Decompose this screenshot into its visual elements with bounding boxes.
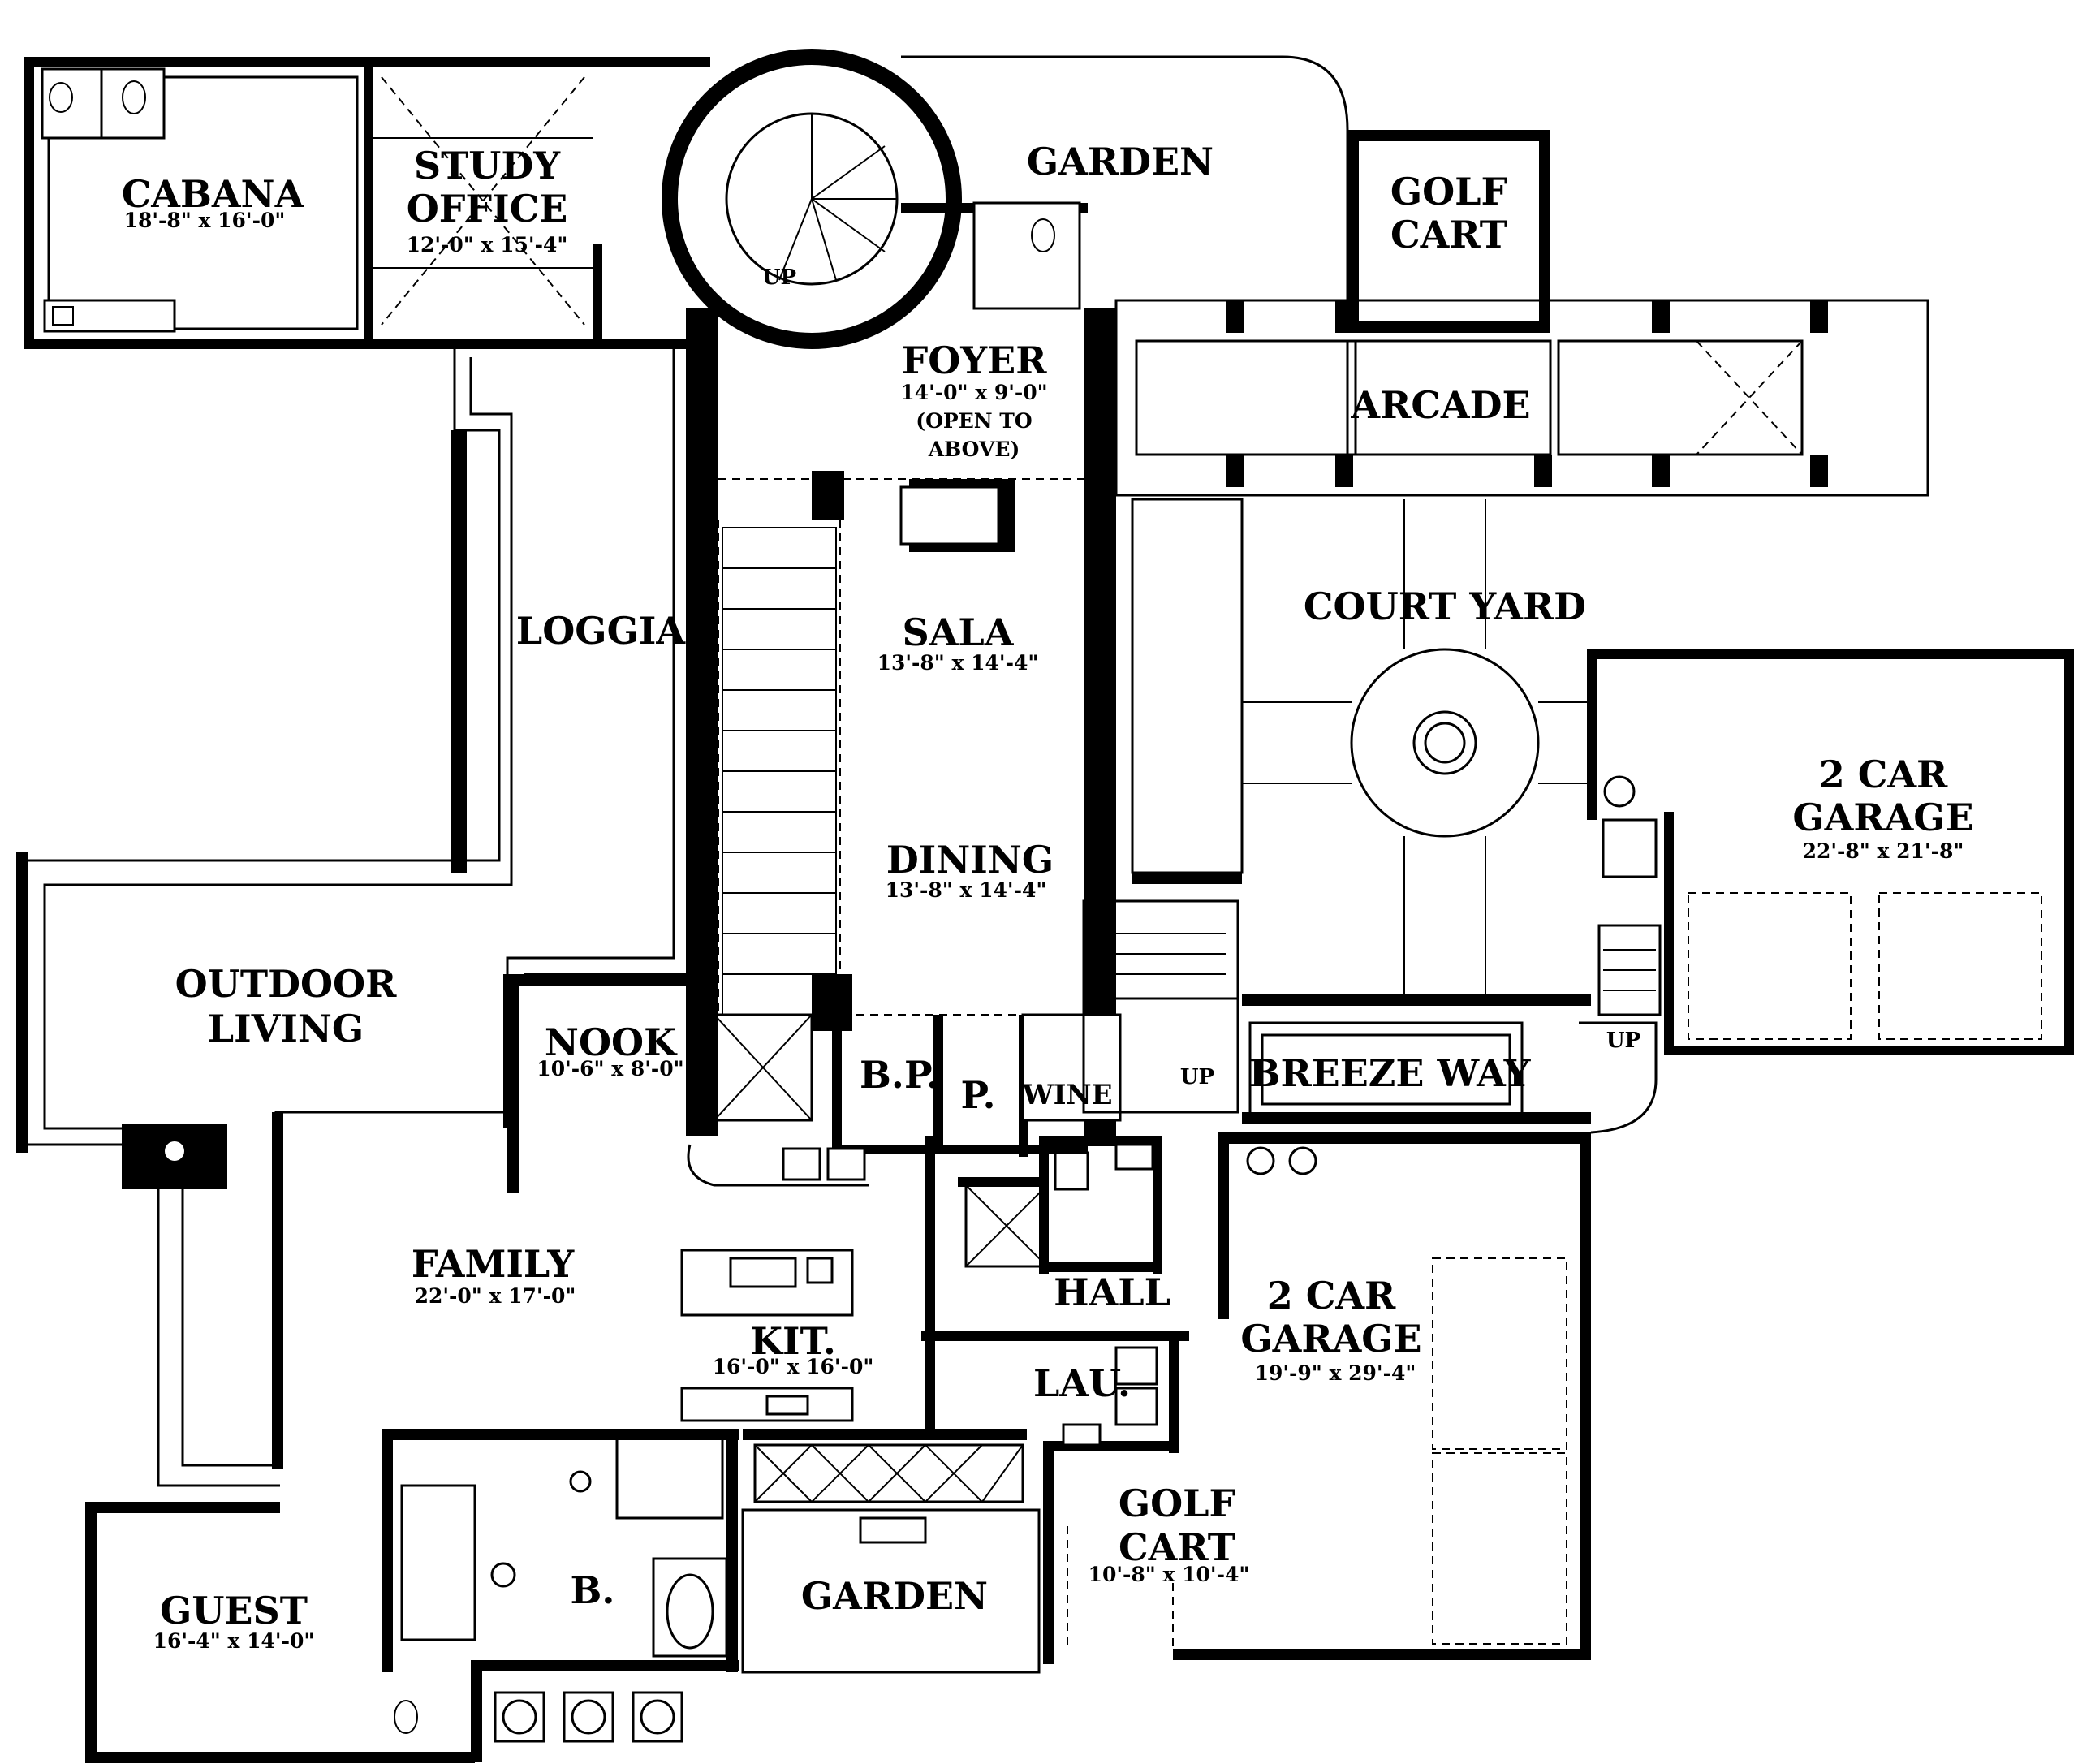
label-cart-bottom: CART bbox=[1119, 1525, 1235, 1569]
dims-dining: 13'-8" x 14'-4" bbox=[886, 878, 1047, 902]
dims-garage-main: 19'-9" x 29'-4" bbox=[1255, 1361, 1416, 1385]
family-kitchen-area bbox=[272, 1112, 935, 1469]
loggia-pavers bbox=[722, 527, 837, 1016]
note-foyer-1: (OPEN TO bbox=[916, 409, 1032, 433]
note-foyer-2: ABOVE) bbox=[928, 438, 1020, 461]
garden-top-area bbox=[901, 55, 1550, 333]
label-dining: DINING bbox=[886, 838, 1054, 882]
dims-nook: 10'-6" x 8'-0" bbox=[537, 1057, 683, 1080]
dims-family: 22'-0" x 17'-0" bbox=[415, 1284, 576, 1308]
label-hall: HALL bbox=[1054, 1270, 1170, 1314]
guest-bath-area bbox=[85, 1429, 739, 1763]
cabana-area bbox=[24, 57, 373, 349]
label-living: LIVING bbox=[208, 1007, 364, 1050]
label-breeze-way: BREEZE WAY bbox=[1249, 1051, 1532, 1095]
label-laundry: LAU. bbox=[1033, 1361, 1131, 1405]
label-garden-bottom: GARDEN bbox=[801, 1574, 988, 1618]
hall-laundry-area bbox=[921, 1136, 1189, 1453]
dims-kitchen: 16'-0" x 16'-0" bbox=[713, 1355, 874, 1378]
label-golf-bottom: GOLF bbox=[1119, 1482, 1236, 1525]
center-stair-up-label: UP bbox=[1180, 1065, 1214, 1089]
label-nook: NOOK bbox=[545, 1020, 678, 1064]
label-bp: B.P. bbox=[860, 1053, 939, 1097]
label-cabana: CABANA bbox=[122, 172, 305, 216]
label-kitchen: KIT. bbox=[750, 1319, 836, 1363]
nook-service-area bbox=[507, 974, 1122, 1193]
label-garage-main-2: GARAGE bbox=[1240, 1317, 1421, 1361]
garage-main-area bbox=[1173, 1132, 1591, 1660]
label-study: STUDY bbox=[414, 144, 561, 188]
center-block bbox=[686, 308, 1116, 1136]
outdoor-area bbox=[16, 345, 692, 1487]
label-outdoor: OUTDOOR bbox=[175, 962, 397, 1006]
label-wine: WINE bbox=[1021, 1079, 1112, 1111]
spiral-stair: UP bbox=[662, 49, 962, 349]
golf-cart-bottom-area bbox=[1043, 1445, 1174, 1664]
dims-study: 12'-0" x 15'-4" bbox=[407, 233, 568, 257]
court-yard-area bbox=[1131, 498, 1591, 1006]
label-pantry: P. bbox=[961, 1073, 996, 1117]
label-garage-right-1: 2 CAR bbox=[1819, 753, 1948, 796]
dims-cabana: 18'-8" x 16'-0" bbox=[124, 209, 286, 232]
label-cart-top: CART bbox=[1390, 213, 1507, 257]
label-guest: GUEST bbox=[160, 1589, 308, 1632]
garden-bottom-area bbox=[741, 1429, 1041, 1674]
study-area bbox=[369, 57, 710, 349]
spiral-stair-up-label: UP bbox=[762, 265, 796, 290]
garage-stair-up-label: UP bbox=[1606, 1029, 1640, 1053]
label-loggia: LOGGIA bbox=[516, 609, 687, 653]
label-garage-right-2: GARAGE bbox=[1792, 796, 1973, 839]
breeze-way-area: UP UP bbox=[1082, 899, 1662, 1134]
label-sala: SALA bbox=[903, 610, 1015, 654]
dims-guest: 16'-4" x 14'-0" bbox=[153, 1629, 315, 1653]
label-arcade: ARCADE bbox=[1350, 383, 1530, 427]
garage-right-area bbox=[1587, 649, 2074, 1055]
label-garden-top: GARDEN bbox=[1027, 140, 1214, 183]
dims-golf-bottom: 10'-8" x 10'-4" bbox=[1089, 1563, 1250, 1586]
arcade-area bbox=[1114, 299, 1929, 497]
label-garage-main-1: 2 CAR bbox=[1267, 1274, 1396, 1318]
dims-foyer: 14'-0" x 9'-0" bbox=[900, 381, 1047, 404]
dims-sala: 13'-8" x 14'-4" bbox=[877, 651, 1039, 675]
label-bath: B. bbox=[571, 1568, 615, 1612]
room-labels: CABANA 18'-8" x 16'-0" STUDY OFFICE 12'-… bbox=[122, 140, 1974, 1653]
dims-garage-right: 22'-8" x 21'-8" bbox=[1803, 839, 1964, 863]
label-court-yard: COURT YARD bbox=[1304, 584, 1586, 628]
label-foyer: FOYER bbox=[902, 339, 1048, 382]
label-golf-top: GOLF bbox=[1390, 170, 1508, 213]
label-office: OFFICE bbox=[407, 187, 568, 231]
label-family: FAMILY bbox=[412, 1242, 575, 1286]
